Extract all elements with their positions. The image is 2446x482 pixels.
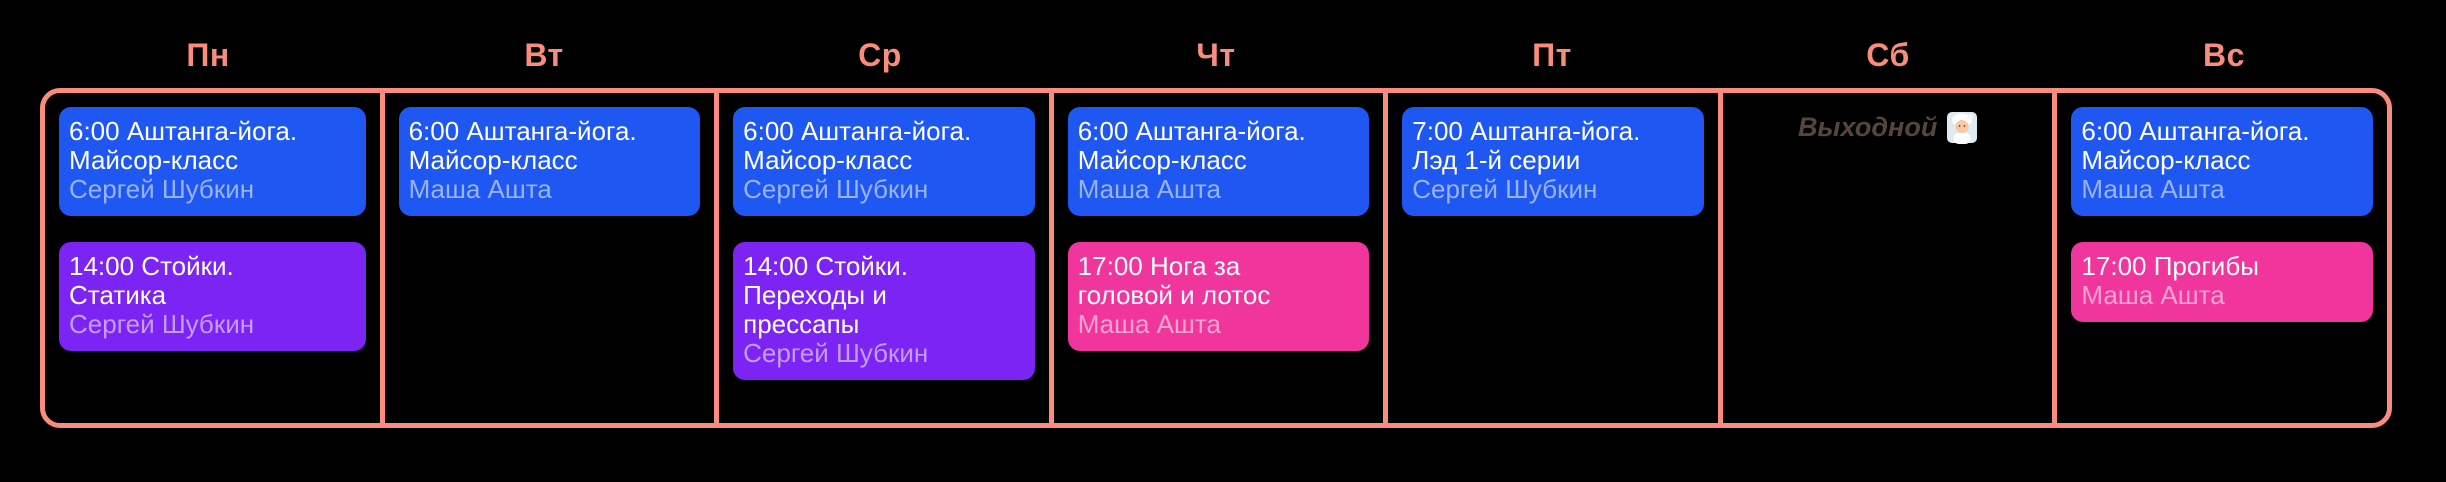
event-instructor: Сергей Шубкин <box>69 174 255 204</box>
day-header-3: Ср <box>858 36 902 73</box>
day-header-2: Вт <box>524 36 564 73</box>
event-instructor: Маша Ашта <box>2081 174 2225 204</box>
day-header-5: Пт <box>1532 36 1572 73</box>
event-title: 6:00 Аштанга-йога. Майсор-класс <box>69 116 298 175</box>
day-header-1: Пн <box>186 36 230 73</box>
event-title: 17:00 Нога за головой и лотос <box>1077 251 1271 310</box>
day-column-6: Выходной <box>1717 93 2053 423</box>
event-instructor: Сергей Шубкин <box>69 309 255 339</box>
weekend-note-label: Выходной <box>1797 112 1938 142</box>
event-instructor: Сергей Шубкин <box>743 174 929 204</box>
day-header-row: Пн Вт Ср Чт Пт Сб Вс <box>40 0 2392 88</box>
event-title: 6:00 Аштанга-йога. Майсор-класс <box>1077 116 1306 175</box>
day-header-7: Вс <box>2203 36 2245 73</box>
event-instructor: Сергей Шубкин <box>1412 174 1598 204</box>
event-title: 14:00 Стойки. Статика <box>69 251 234 310</box>
event-instructor: Маша Ашта <box>1077 309 1221 339</box>
event-title: 6:00 Аштанга-йога. Майсор-класс <box>408 116 637 175</box>
day-header-6: Сб <box>1866 36 1910 73</box>
event-title: 6:00 Аштанга-йога. Майсор-класс <box>2081 116 2310 175</box>
event-instructor: Маша Ашта <box>408 174 552 204</box>
event-title: 7:00 Аштанга-йога. Лэд 1-й серии <box>1412 116 1641 175</box>
event-instructor: Маша Ашта <box>1077 174 1221 204</box>
event-title: 17:00 Прогибы <box>2081 251 2259 281</box>
event-title: 6:00 Аштанга-йога. Майсор-класс <box>743 116 972 175</box>
weekend-note: Выходной <box>1737 107 2039 144</box>
woman-in-steamy-room-emoji <box>1947 112 1978 144</box>
event-title: 14:00 Стойки. Переходы и прессапы <box>743 251 908 339</box>
day-header-4: Чт <box>1196 36 1236 73</box>
event-instructor: Сергей Шубкин <box>743 338 929 368</box>
event-instructor: Маша Ашта <box>2081 280 2225 310</box>
